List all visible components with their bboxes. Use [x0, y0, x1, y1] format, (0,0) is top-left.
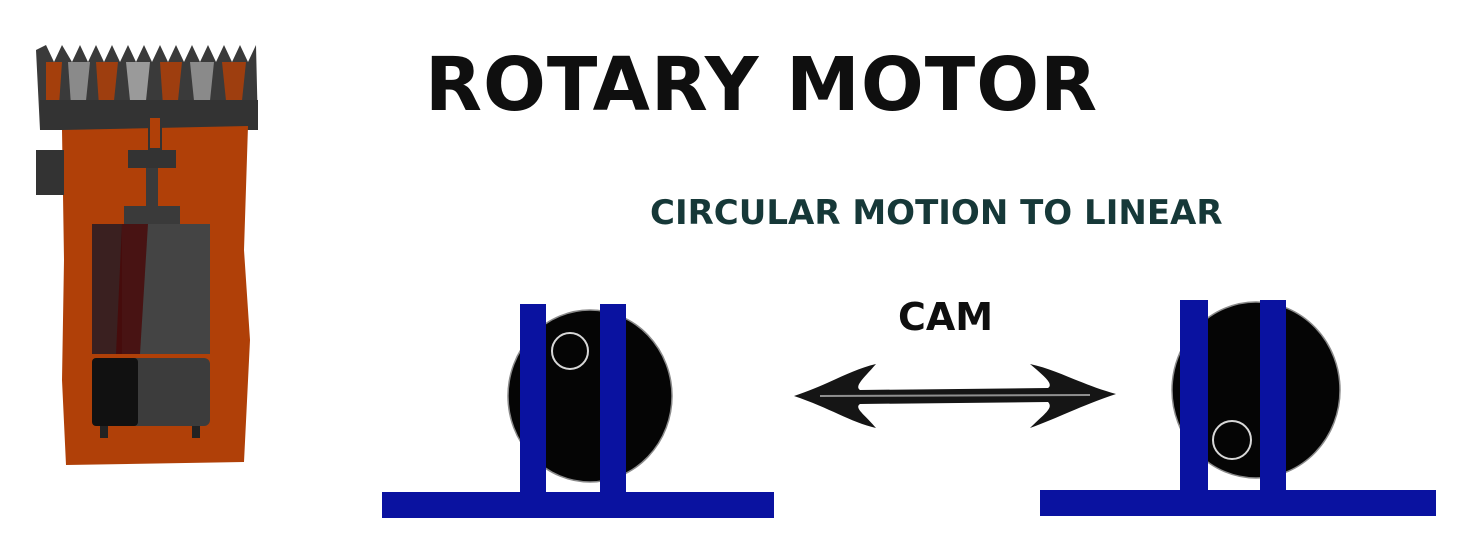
- motor-body: [92, 224, 210, 438]
- cam-disc-left: [507, 309, 673, 483]
- cam-follower-right-rail-2: [1260, 300, 1286, 492]
- cam-pin-right: [1212, 420, 1252, 460]
- cam-base-left: [382, 492, 774, 518]
- cam-label: cam: [898, 295, 994, 339]
- diagram-title: Rotary Motor: [425, 42, 1099, 128]
- cam-pin-left: [551, 332, 589, 370]
- cam-follower-left-rail-1: [520, 304, 546, 494]
- cam-base-right: [1040, 490, 1436, 516]
- clipper-blade: [36, 45, 258, 130]
- double-arrow-icon: [794, 364, 1116, 428]
- cam-follower-left-rail-2: [600, 304, 626, 494]
- cam-mechanism-right: [1040, 300, 1436, 516]
- motor-shaft: [124, 116, 180, 224]
- clipper-illustration: [36, 45, 258, 465]
- cam-follower-right-rail-1: [1180, 300, 1208, 492]
- cam-mechanism-left: [382, 304, 774, 518]
- diagram-subtitle: Circular Motion to Linear: [650, 193, 1223, 233]
